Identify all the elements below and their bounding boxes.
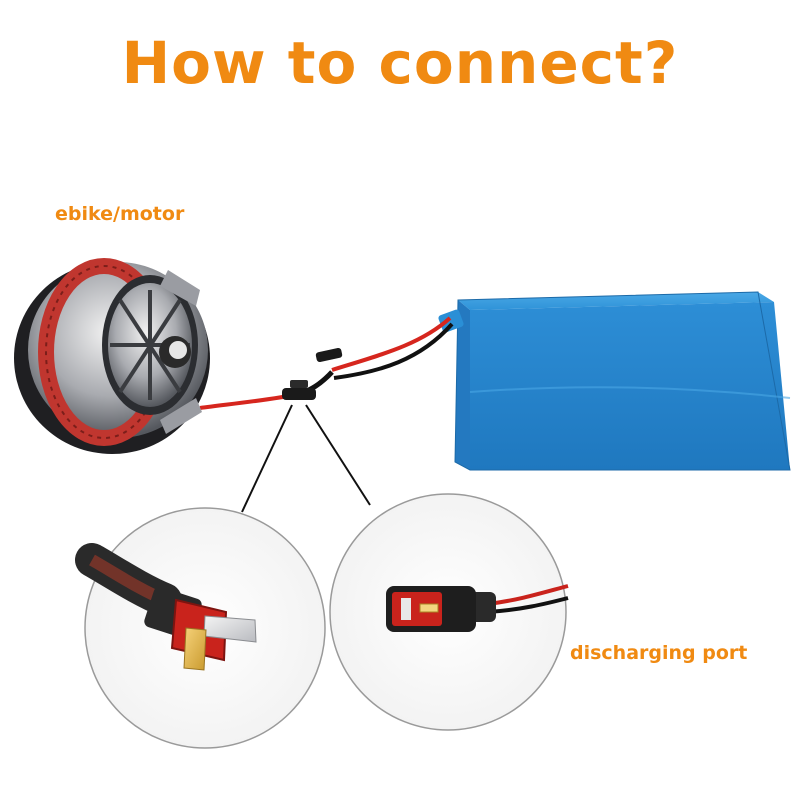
page-title: How to connect?: [121, 29, 679, 97]
wire-harness: [199, 316, 454, 410]
discharging-port-label: discharging port: [570, 642, 748, 664]
t-plug-female-icon: [386, 584, 569, 632]
motor-label: ebike/motor: [55, 203, 185, 225]
t-plug-male-icon: [75, 543, 257, 671]
female-plug-closeup: [329, 493, 569, 731]
motor-icon: [14, 258, 210, 454]
male-plug-closeup: [75, 507, 326, 749]
battery-pack-icon: [438, 291, 791, 471]
callout-lines: [241, 404, 371, 513]
